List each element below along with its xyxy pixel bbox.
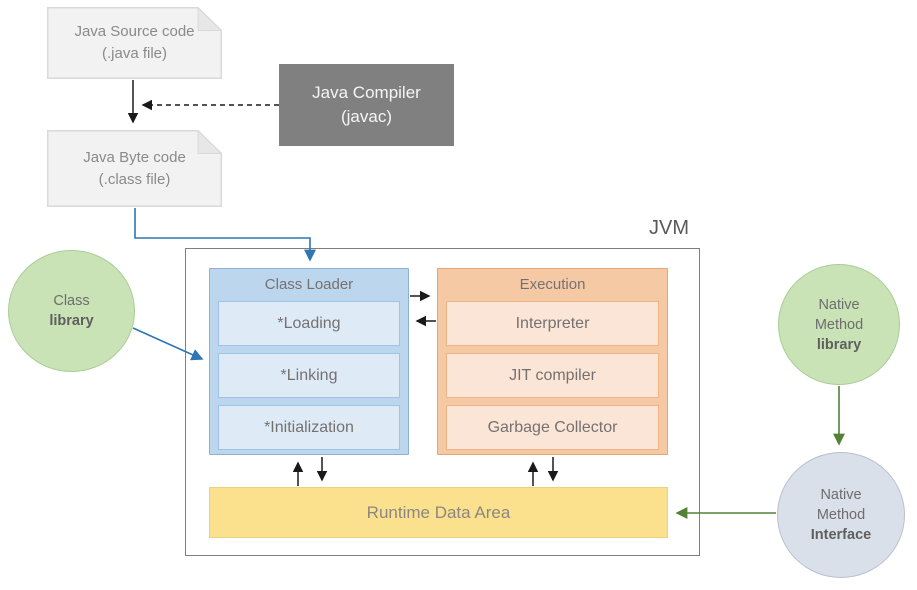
class-loader-item-initialization: *Initialization bbox=[218, 405, 400, 450]
java-compiler-line2: (javac) bbox=[340, 107, 392, 126]
class-library-line2: library bbox=[49, 313, 94, 329]
jvm-title: JVM bbox=[649, 217, 689, 239]
java-compiler-node: Java Compiler (javac) bbox=[279, 64, 454, 146]
native-method-interface-line2: Method bbox=[816, 507, 866, 523]
java-byte-code-label: Java Byte code (.class file) bbox=[47, 130, 222, 207]
java-source-code-node: Java Source code (.java file) bbox=[47, 7, 222, 79]
java-byte-line1: Java Byte code bbox=[83, 148, 186, 166]
java-byte-code-node: Java Byte code (.class file) bbox=[47, 130, 222, 207]
class-loader-item-linking: *Linking bbox=[218, 353, 400, 398]
java-byte-line2: (.class file) bbox=[98, 170, 171, 188]
execution-module: Execution Interpreter JIT compiler Garba… bbox=[437, 268, 668, 455]
execution-title: Execution bbox=[519, 276, 586, 293]
native-method-library-line3: library bbox=[816, 336, 862, 353]
native-method-library-line1: Native bbox=[818, 296, 860, 313]
execution-item-garbage-collector: Garbage Collector bbox=[446, 405, 659, 450]
java-source-code-label: Java Source code (.java file) bbox=[47, 7, 222, 79]
document-shape-icon bbox=[47, 130, 222, 207]
java-compiler-line1: Java Compiler bbox=[312, 83, 421, 102]
class-loader-title: Class Loader bbox=[264, 276, 354, 293]
document-shape-icon bbox=[47, 7, 222, 79]
java-source-line2: (.java file) bbox=[101, 45, 168, 62]
java-source-line1: Java Source code bbox=[74, 23, 195, 40]
class-loader-item-loading: *Loading bbox=[218, 301, 400, 346]
class-library-node: Class library bbox=[8, 250, 135, 372]
runtime-data-area-node: Runtime Data Area bbox=[209, 487, 668, 538]
native-method-library-node: Native Method library bbox=[778, 264, 900, 385]
native-method-interface-node: Native Method Interface bbox=[777, 452, 905, 578]
native-method-interface-line1: Native bbox=[820, 487, 862, 503]
runtime-data-area-label: Runtime Data Area bbox=[366, 502, 511, 522]
class-library-line1: Class bbox=[53, 293, 90, 309]
execution-item-jit-compiler: JIT compiler bbox=[446, 353, 659, 398]
class-loader-module: Class Loader *Loading *Linking *Initiali… bbox=[209, 268, 409, 455]
native-method-library-line2: Method bbox=[814, 316, 864, 333]
execution-item-interpreter: Interpreter bbox=[446, 301, 659, 346]
native-method-interface-line3: Interface bbox=[810, 527, 872, 543]
